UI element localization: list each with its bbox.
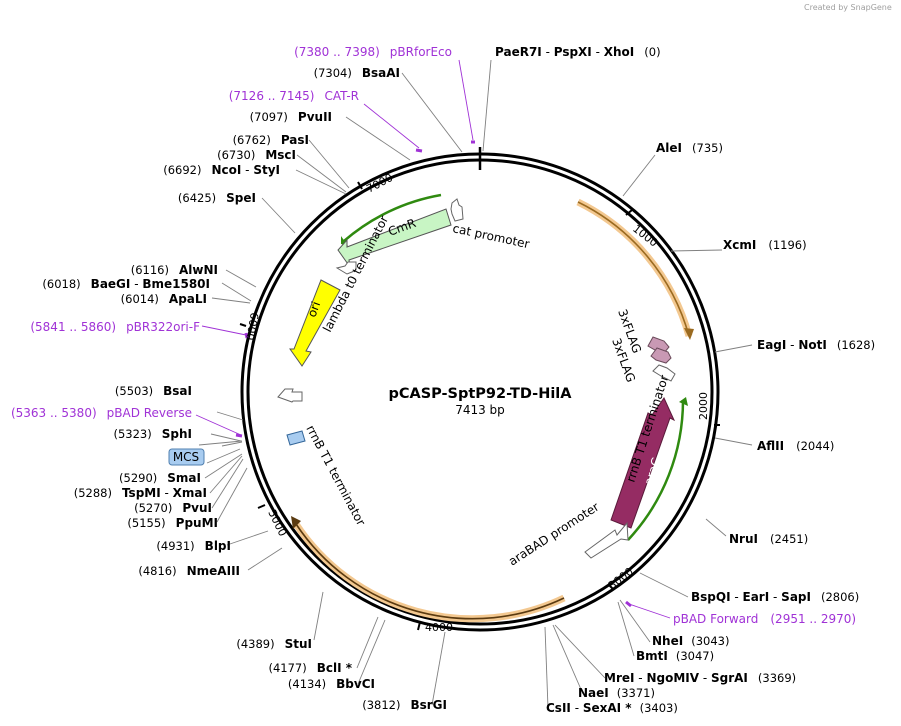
site-bbvci[interactable]: (4134)BbvCI bbox=[288, 677, 375, 691]
site-alei[interactable]: AleI(735) bbox=[656, 141, 723, 155]
primer-pbad-reverse-mark bbox=[235, 433, 243, 438]
primer-pbr322ori-mark bbox=[244, 332, 249, 339]
site-pvuii[interactable]: (7097)PvuII bbox=[250, 110, 332, 124]
plasmid-name: pCASP-SptP92-TD-HilA bbox=[388, 386, 572, 402]
primer-pbad-reverse-label[interactable]: (5363 .. 5380)pBAD Reverse bbox=[11, 406, 192, 420]
leader-lines bbox=[198, 59, 753, 709]
tick-4000: 4000 bbox=[425, 621, 453, 634]
flag2-feature[interactable] bbox=[650, 347, 672, 364]
tick-marks bbox=[239, 181, 720, 631]
lambda-t0-feature[interactable] bbox=[335, 261, 357, 275]
site-nmeaiii[interactable]: (4816)NmeAIII bbox=[138, 564, 240, 578]
arac-green-arc-head bbox=[679, 397, 688, 406]
site-nrui[interactable]: NruI(2451) bbox=[729, 532, 808, 546]
rrnb-left-feature[interactable] bbox=[277, 388, 303, 403]
arac-feature[interactable] bbox=[610, 396, 676, 529]
rrnb-left-label: rrnB T1 terminator bbox=[303, 423, 368, 528]
snapgene-branding: Created by SnapGene bbox=[804, 3, 892, 12]
site-smai[interactable]: (5290)SmaI bbox=[119, 471, 201, 485]
site-aflii[interactable]: AflII(2044) bbox=[757, 439, 834, 453]
tick-6000: 6000 bbox=[243, 311, 261, 341]
mcs-feature[interactable] bbox=[286, 430, 306, 446]
site-msci[interactable]: (6730)MscI bbox=[217, 148, 296, 162]
cmr-feature[interactable] bbox=[337, 208, 452, 268]
mcs-box[interactable] bbox=[168, 448, 205, 466]
site-apali[interactable]: (6014)ApaLI bbox=[121, 292, 207, 306]
site-alwni[interactable]: (6116)AlwNI bbox=[131, 263, 218, 277]
site-paer7i[interactable]: PaeR7I - PspXI - XhoI(0) bbox=[495, 45, 661, 59]
site-stui[interactable]: (4389)StuI bbox=[236, 637, 312, 651]
primer-cat-r-label[interactable]: (7126 .. 7145)CAT-R bbox=[229, 89, 359, 103]
site-ppumi[interactable]: (5155)PpuMI bbox=[127, 516, 218, 530]
site-bsrgi[interactable]: (3812)BsrGI bbox=[362, 698, 447, 712]
site-bsaai[interactable]: (7304)BsaAI bbox=[314, 66, 400, 80]
site-bsai[interactable]: (5503)BsaI bbox=[115, 384, 192, 398]
site-bmti[interactable]: BmtI(3047) bbox=[636, 649, 714, 663]
site-pasi[interactable]: (6762)PasI bbox=[233, 133, 309, 147]
cat-promoter-label: cat promoter bbox=[451, 221, 530, 251]
ori-feature[interactable] bbox=[289, 279, 341, 367]
site-nhei[interactable]: NheI(3043) bbox=[652, 634, 729, 648]
primer-pbr322ori-label[interactable]: (5841 .. 5860)pBR322ori-F bbox=[30, 320, 200, 334]
cmr-green-arc bbox=[343, 193, 442, 242]
site-bcli[interactable]: (4177)BclI * bbox=[268, 661, 352, 675]
site-ncoi[interactable]: (6692)NcoI - StyI bbox=[163, 163, 280, 177]
site-bspqi[interactable]: BspQI - EarI - SapI(2806) bbox=[691, 590, 859, 604]
site-csii[interactable]: CsII - SexAI *(3403) bbox=[546, 701, 678, 715]
primer-cat-r-mark bbox=[415, 148, 423, 153]
site-tspmi[interactable]: (5288)TspMI - XmaI bbox=[74, 486, 207, 500]
orf-arc-bottom-core bbox=[295, 523, 565, 620]
primer-pbad-forward-mark bbox=[625, 600, 632, 608]
tick-2000: 2000 bbox=[697, 392, 710, 420]
site-eagi[interactable]: EagI - NotI(1628) bbox=[757, 338, 875, 352]
primer-leader-lines bbox=[195, 59, 671, 619]
orf-arc-bottom-head bbox=[291, 516, 301, 529]
site-xcmi[interactable]: XcmI(1196) bbox=[723, 238, 807, 252]
cat-promoter-feature[interactable] bbox=[450, 198, 464, 222]
rrnb-right-feature[interactable] bbox=[652, 364, 676, 382]
arabad-label: araBAD promoter bbox=[506, 500, 602, 569]
primer-pbad-forward-label[interactable]: pBAD Forward(2951 .. 2970) bbox=[673, 612, 856, 626]
orf-arc-right-core bbox=[577, 201, 690, 337]
orf-arc-right-head bbox=[684, 328, 694, 340]
arabad-promoter-feature[interactable] bbox=[584, 521, 629, 559]
plasmid-size: 7413 bp bbox=[455, 403, 505, 417]
site-pvui[interactable]: (5270)PvuI bbox=[134, 501, 212, 515]
primer-pbrforeco-label[interactable]: (7380 .. 7398)pBRforEco bbox=[294, 45, 452, 59]
orf-arc-bottom bbox=[293, 522, 566, 623]
ori-label: ori bbox=[305, 300, 323, 319]
tick-5000: 5000 bbox=[265, 508, 289, 539]
site-blpi[interactable]: (4931)BlpI bbox=[156, 539, 231, 553]
site-mrei[interactable]: MreI - NgoMIV - SgrAI(3369) bbox=[604, 671, 796, 685]
site-spei[interactable]: (6425)SpeI bbox=[178, 191, 256, 205]
site-baegi[interactable]: (6018)BaeGI - Bme1580I bbox=[42, 277, 210, 291]
mcs-label: MCS bbox=[173, 450, 199, 464]
site-sphi[interactable]: (5323)SphI bbox=[114, 427, 193, 441]
orf-arc-right bbox=[576, 198, 693, 337]
site-naei[interactable]: NaeI(3371) bbox=[578, 686, 655, 700]
arac-green-arc bbox=[627, 399, 685, 541]
